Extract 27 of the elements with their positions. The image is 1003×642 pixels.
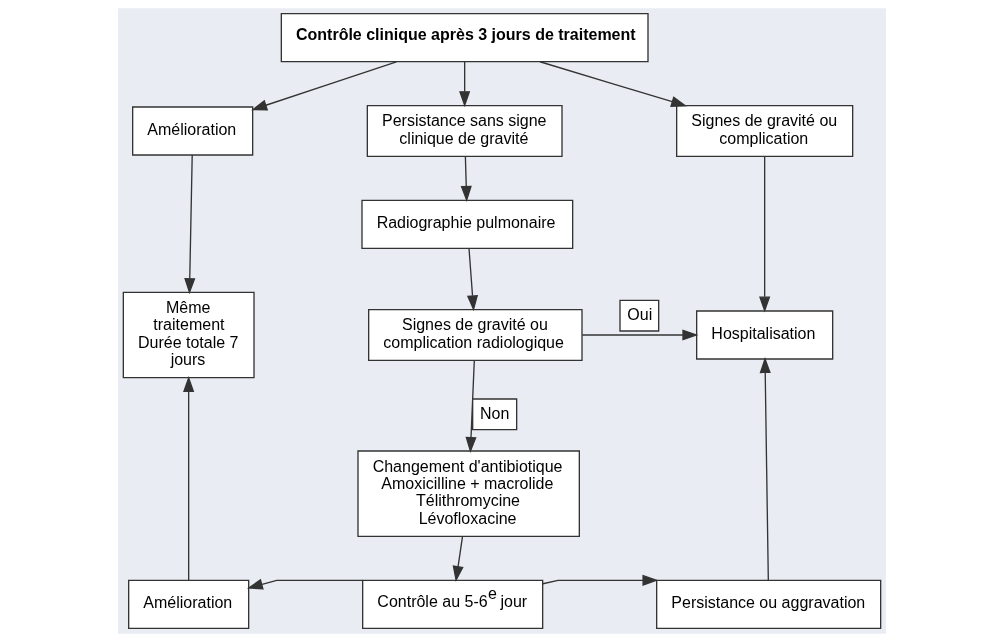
node-box: Radiographie pulmonaire — [360, 199, 573, 249]
arrow — [452, 535, 464, 582]
arrow — [538, 61, 687, 107]
node-box: Signes de gravité ou complication radiologique — [367, 309, 583, 361]
arrow — [581, 329, 698, 341]
edge-label: Non — [479, 405, 509, 423]
arrow — [466, 247, 478, 312]
node-box: Amélioration — [131, 106, 253, 156]
arrow — [464, 359, 477, 453]
node-box: Même traitement Durée totale 7 jours — [122, 291, 255, 379]
arrow — [458, 61, 470, 108]
node-box: Hospitalisation — [695, 310, 833, 360]
arrow — [246, 578, 363, 590]
node-box: Contrôle clinique après 3 jours de traitement — [280, 13, 649, 63]
arrow — [758, 155, 770, 313]
arrow — [250, 61, 397, 111]
node-box: Changement d'antibiotique Amoxicilline + macrolide Télithromycine Lévofloxacine — [356, 450, 580, 537]
arrow — [541, 574, 658, 586]
arrow — [182, 376, 194, 581]
arrow — [759, 357, 771, 581]
node-box: Amélioration — [127, 579, 249, 629]
node-box: Persistance sans signe clinique de gravité — [366, 105, 563, 157]
arrow — [460, 155, 472, 202]
node-box: Persistance ou aggravation — [655, 579, 881, 629]
edge-label: Oui — [626, 306, 652, 324]
arrow — [183, 154, 195, 295]
node-box: Signes de gravité ou complication — [675, 105, 853, 157]
